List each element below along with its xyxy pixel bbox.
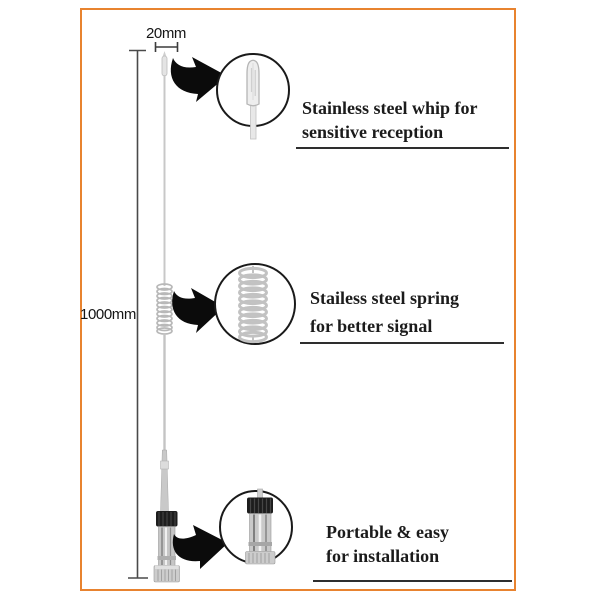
callout-base-line2: for installation [326,546,440,566]
width-dimension-line [154,42,179,52]
height-dimension-label: 1000mm [80,306,136,323]
magnified-spring [238,266,268,344]
height-dimension-line [128,49,148,579]
callout-whip-caption: Stainless steel whip for sensitive recep… [302,96,478,144]
magnified-base [245,488,276,565]
arrow-icons [170,57,228,569]
base-black-section [156,511,178,527]
arrow-icon-whip [170,57,227,102]
callout-spring-caption: Stailess steel spring for better signal [310,284,459,340]
rod-collar [160,460,169,470]
antenna [153,51,180,583]
arrow-icon-spring [172,288,224,333]
callout-spring-line1: Stailess steel spring [310,288,460,308]
callout-spring-underline [300,342,504,344]
callout-base-underline [313,580,512,582]
base-body [157,526,176,567]
callout-whip-line2: sensitive reception [302,122,444,142]
callout-whip-line1: Stainless steel whip for [302,98,478,118]
width-dimension-label: 20mm [145,25,187,42]
antenna-spring [156,283,173,335]
magnified-whip-tip [246,59,260,140]
callout-base-line1: Portable & easy [326,522,449,542]
base-connector-nut [153,565,180,583]
image-border [80,8,516,591]
callout-spring-line2: for better signal [310,316,433,336]
lower-taper [160,449,169,513]
callout-base-caption: Portable & easy for installation [326,520,449,568]
whip-tip-bulb [161,55,168,77]
callout-whip-underline [296,147,509,149]
arrow-icon-base [172,525,228,569]
